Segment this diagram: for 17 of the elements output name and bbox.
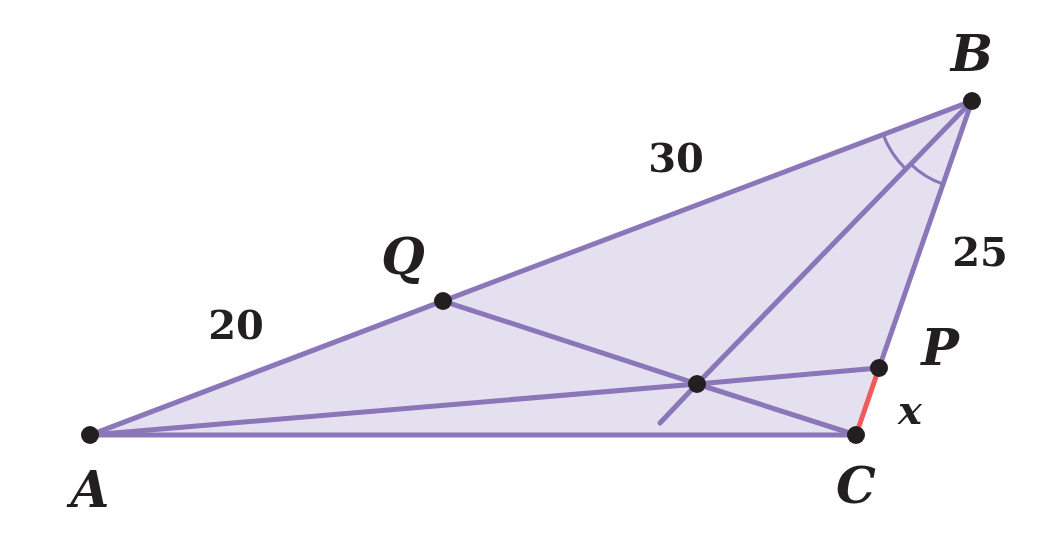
line-segment: [703, 384, 850, 435]
length-label: 30: [648, 138, 704, 178]
line-segment: [657, 388, 694, 426]
length-label: x: [898, 390, 922, 430]
line-segment: [449, 301, 691, 384]
line-segment: [95, 301, 438, 435]
length-label: 20: [208, 305, 264, 345]
length-label: 25: [952, 232, 1008, 272]
line-segment: [700, 104, 969, 381]
line-segment: [879, 107, 972, 362]
point-label: A: [68, 465, 112, 515]
point-label: P: [919, 323, 961, 373]
point-label: B: [950, 29, 994, 79]
line-segment: [448, 101, 967, 301]
point-label: Q: [381, 232, 425, 282]
point-label: C: [835, 461, 877, 511]
line-segment: [856, 374, 879, 429]
